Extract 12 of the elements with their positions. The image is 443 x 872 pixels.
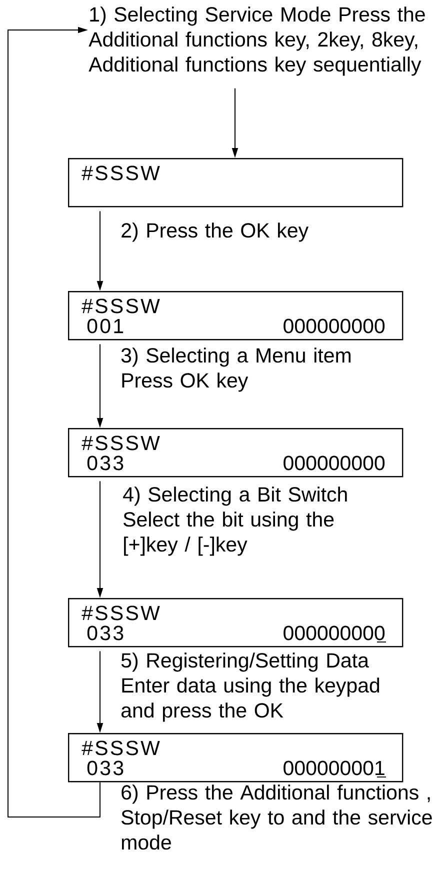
arrow [8,26,100,818]
step-text: 5) Registering/Setting Data Enter data using the keypad and press the OK [121,652,380,722]
display-box: #SSSW 033 000000001 [68,733,404,782]
display-box: #SSSW 033 000000000 [68,598,404,648]
step-text: 3) Selecting a Menu item Press OK key [121,348,350,392]
step-text: 2) Press the OK key [122,222,309,242]
step-text: 6) Press the Additional functions , Stop/Reset key to and the service mode [122,784,432,850]
display-box: #SSSW 033 000000000 [68,428,404,478]
step-text: 4) Selecting a Bit Switch Select the bit using the [+]key / [-]key [123,486,347,556]
step-text: 1) Selecting Service Mode Press the Additional functions key, 2key, 8key, Additional functions key sequentially [88,6,425,76]
display-box: #SSSW 001 000000000 [68,291,404,340]
display-box: #SSSW [68,158,404,208]
